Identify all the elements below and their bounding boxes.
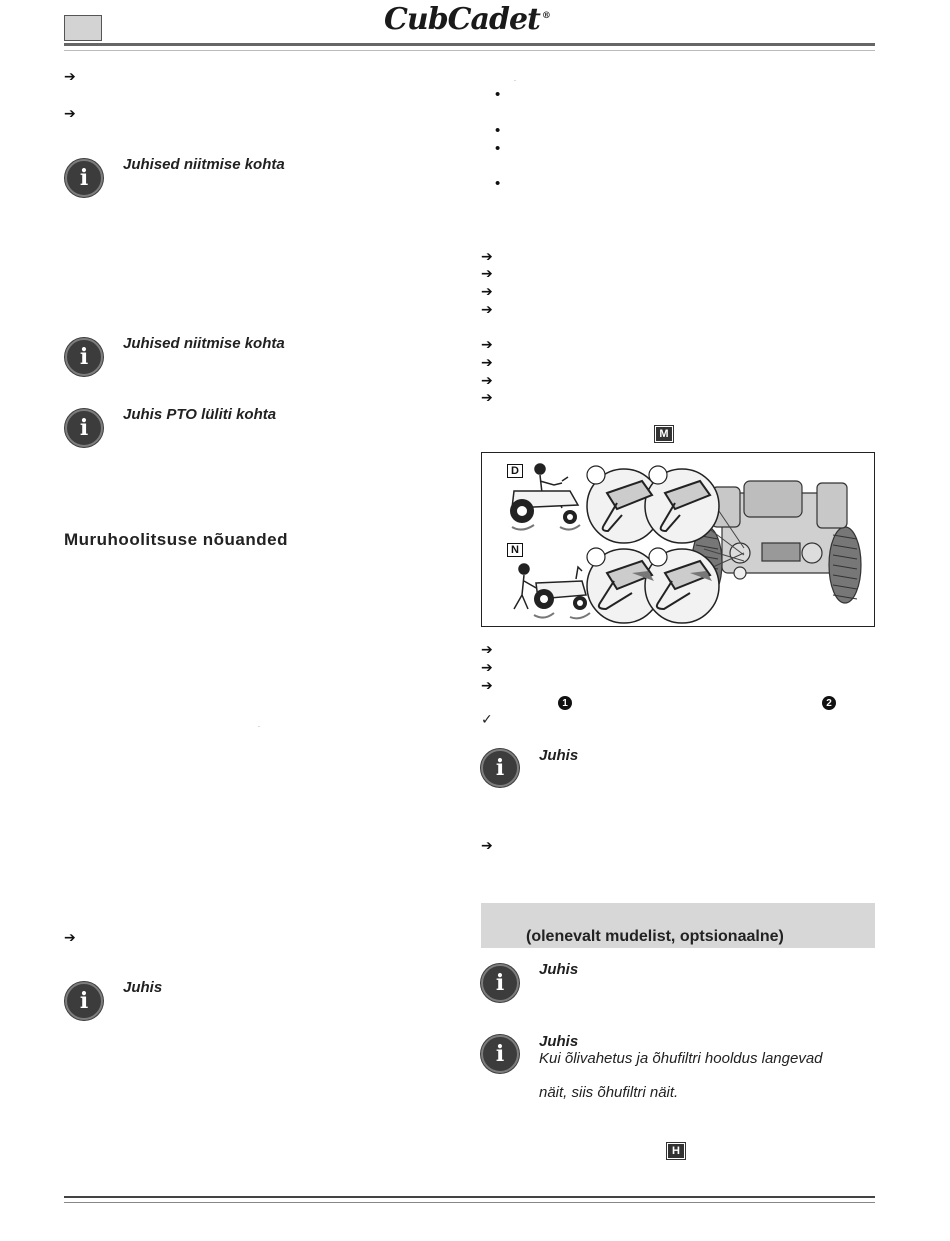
arrow-icon: ➔ [481, 248, 493, 264]
note-title-pto: Juhis PTO lüliti kohta [123, 406, 277, 423]
check-icon: ✓ [481, 711, 493, 727]
page-number-tab [64, 15, 102, 41]
info-icon: i [65, 159, 103, 197]
arrow-icon: ➔ [481, 336, 493, 352]
note-title-mowing: Juhised niitmise kohta [123, 156, 285, 173]
figure-ref-badge-h: H [667, 1143, 685, 1159]
figure-illustration [510, 463, 862, 624]
bullet-icon: • [495, 175, 501, 192]
footer-rule [64, 1196, 875, 1203]
bypass-lever-figure: D N [481, 452, 875, 627]
note-body-line-2: näit, siis õhufiltri näit. [539, 1084, 679, 1101]
logo-registered-mark: ® [541, 11, 551, 21]
arrow-icon: ➔ [481, 389, 493, 405]
header-rule [64, 43, 875, 51]
bullet-icon: • [495, 86, 501, 103]
logo-text: CubCadet [384, 2, 541, 37]
tiny-mark: ¨ [514, 80, 517, 87]
info-icon: i [481, 749, 519, 787]
figure-label-d: D [507, 464, 523, 478]
info-icon: i [65, 338, 103, 376]
note-title-juhis-2: Juhis [539, 961, 579, 978]
info-icon: i [481, 1035, 519, 1073]
note-title-juhis-left: Juhis [123, 979, 163, 996]
figure-ref-badge-m: M [655, 426, 673, 442]
tiny-mark: ¨ [258, 726, 261, 733]
info-icon: i [481, 964, 519, 1002]
figure-label-n: N [507, 543, 523, 557]
step-number-1: 1 [558, 696, 572, 710]
section-heading-optional: (olenevalt mudelist, optsionaalne) [526, 928, 784, 945]
bullet-icon: • [495, 122, 501, 139]
arrow-icon: ➔ [481, 301, 493, 317]
arrow-icon: ➔ [481, 641, 493, 657]
arrow-icon: ➔ [481, 354, 493, 370]
arrow-icon: ➔ [64, 105, 76, 121]
arrow-icon: ➔ [481, 372, 493, 388]
info-icon: i [65, 409, 103, 447]
bullet-icon: • [495, 140, 501, 157]
brand-logo: CubCadet® [384, 2, 551, 37]
note-body-line-1: Kui õlivahetus ja õhufiltri hooldus lang… [539, 1050, 823, 1067]
arrow-icon: ➔ [64, 68, 76, 84]
section-heading-lawn-care: Muruhoolitsuse nõuanded [64, 530, 288, 549]
note-title-mowing-2: Juhised niitmise kohta [123, 335, 285, 352]
step-number-2: 2 [822, 696, 836, 710]
arrow-icon: ➔ [481, 283, 493, 299]
arrow-icon: ➔ [481, 265, 493, 281]
info-icon: i [65, 982, 103, 1020]
section-heading-band [481, 903, 875, 948]
arrow-icon: ➔ [481, 837, 493, 853]
arrow-icon: ➔ [481, 677, 493, 693]
note-title-juhis-1: Juhis [539, 747, 579, 764]
arrow-icon: ➔ [481, 659, 493, 675]
arrow-icon: ➔ [64, 929, 76, 945]
note-title-juhis-3: Juhis [539, 1033, 579, 1050]
